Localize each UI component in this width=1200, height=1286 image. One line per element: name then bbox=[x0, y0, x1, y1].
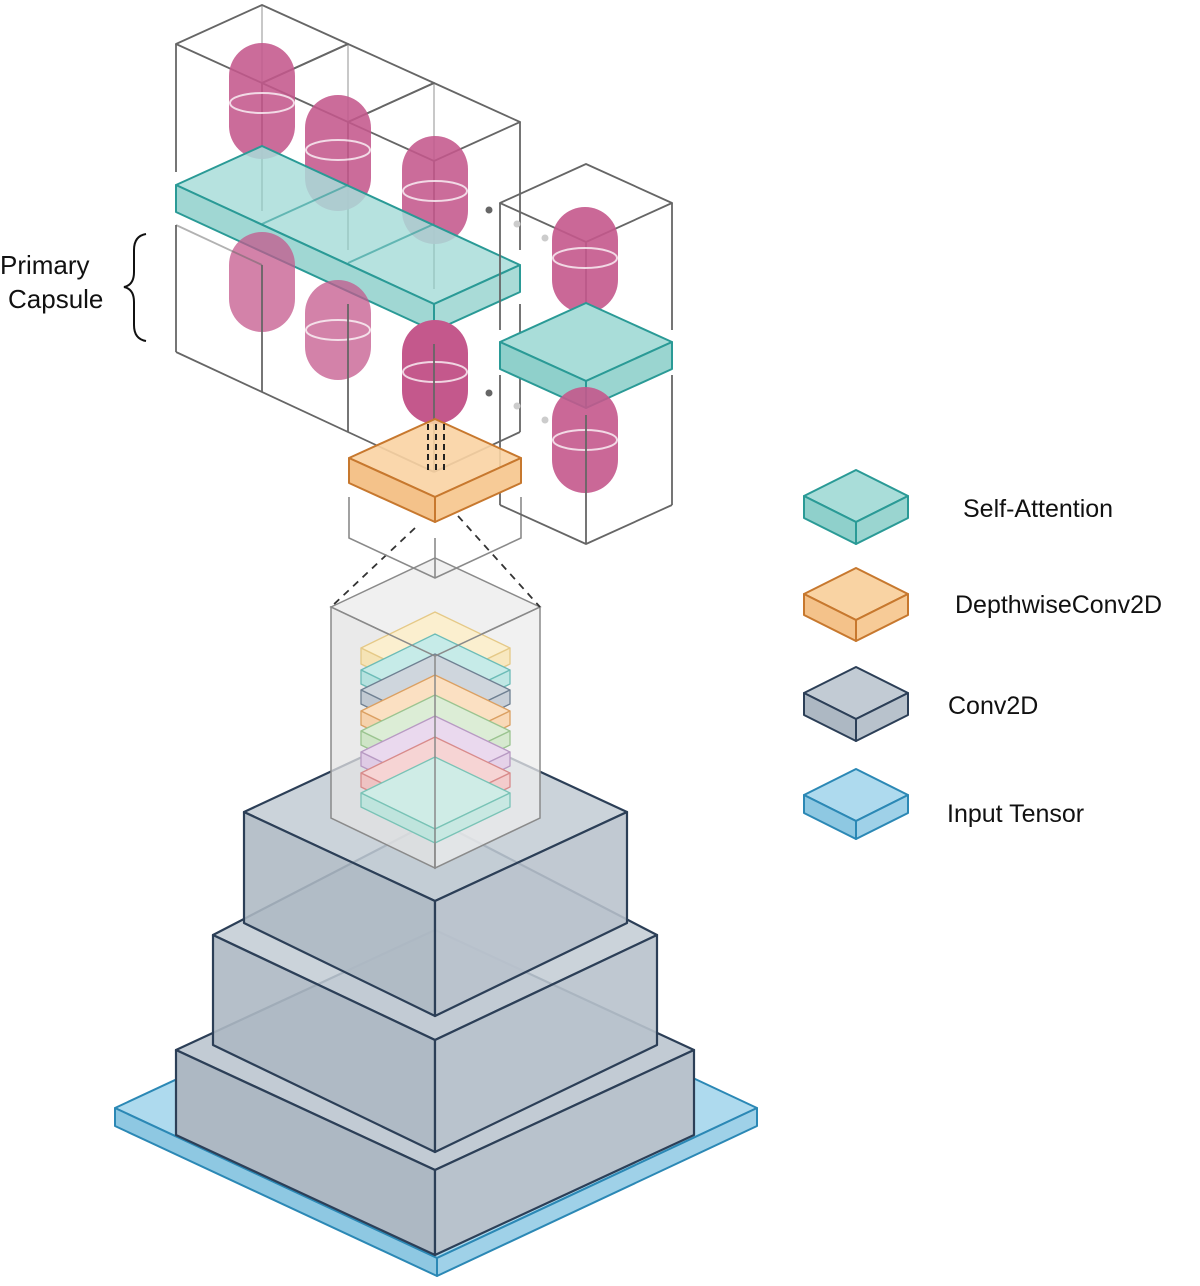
central-column-box bbox=[348, 497, 522, 579]
self-attention-slab-right bbox=[499, 302, 673, 409]
capsule-right-top bbox=[552, 207, 618, 313]
legend-label-input-tensor: Input Tensor bbox=[947, 800, 1084, 828]
legend-item-conv2d: Conv2D bbox=[803, 666, 1038, 742]
capsule-column-right bbox=[499, 163, 673, 545]
legend-label-conv2d: Conv2D bbox=[948, 692, 1038, 720]
ellipsis-dots bbox=[485, 206, 549, 424]
legend-swatch-conv2d bbox=[803, 666, 909, 742]
capsule-link-lines bbox=[427, 424, 445, 470]
self-attention-slab-left bbox=[175, 145, 521, 332]
legend-label-self-attention: Self-Attention bbox=[963, 495, 1113, 523]
legend: Self-Attention DepthwiseConv2D Conv2D bbox=[803, 469, 1162, 840]
capsule-bottom-3 bbox=[402, 320, 468, 424]
primary-capsule-label-line2: Capsule bbox=[8, 284, 103, 314]
capsule-bottom-2 bbox=[305, 280, 371, 380]
capsule-grid bbox=[175, 4, 549, 473]
primary-capsule-label-line1: Primary bbox=[0, 250, 90, 280]
capsule-top-3 bbox=[402, 136, 468, 244]
legend-swatch-input-tensor bbox=[803, 768, 909, 840]
capsule-right-bottom bbox=[552, 387, 618, 493]
legend-item-self-attention: Self-Attention bbox=[803, 469, 1113, 545]
legend-swatch-self-attention bbox=[803, 469, 909, 545]
projection-lines bbox=[330, 515, 541, 608]
legend-item-input-tensor: Input Tensor bbox=[803, 768, 1084, 840]
curly-brace bbox=[123, 233, 147, 342]
legend-swatch-depthwise-conv2d bbox=[803, 567, 909, 642]
primary-capsule-annotation: Primary Capsule bbox=[0, 233, 147, 342]
legend-label-depthwise-conv2d: DepthwiseConv2D bbox=[955, 591, 1162, 619]
legend-item-depthwise-conv2d: DepthwiseConv2D bbox=[803, 567, 1162, 642]
stacked-layers-cube bbox=[329, 557, 542, 870]
capsule-top-1 bbox=[229, 43, 295, 159]
